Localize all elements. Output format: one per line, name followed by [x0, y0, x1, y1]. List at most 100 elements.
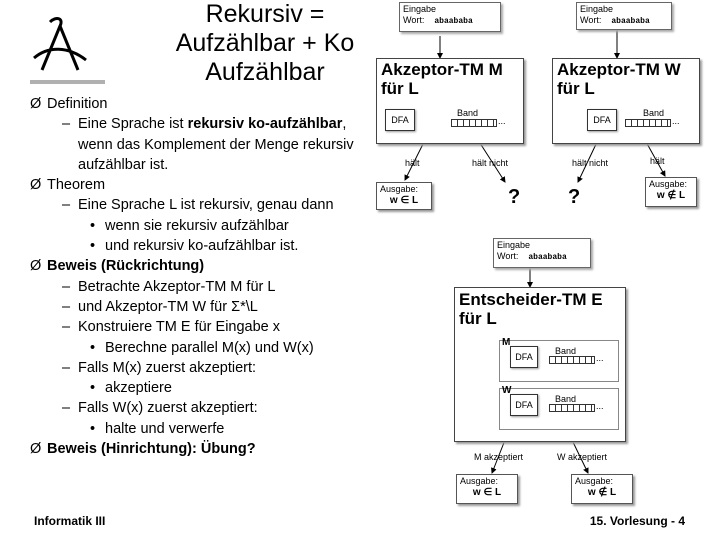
output-label: Ausgabe: — [575, 476, 614, 486]
bullet-text: Konstruiere TM E für Eingabe x — [78, 319, 281, 336]
bullet-marker: Ø — [30, 258, 42, 275]
w-halts-label: hält — [650, 156, 665, 166]
question-mark: ? — [508, 186, 521, 208]
input-label: Eingabe — [403, 4, 437, 14]
decider-tm-e: Entscheider-TM E für L M DFA Band ... W … — [454, 287, 626, 442]
slide-title: Rekursiv = Aufzählbar + Ko Aufzählbar — [150, 0, 380, 87]
output-m: Ausgabe: w ∈ L — [376, 182, 432, 210]
bullet-text: Eine Sprache L ist rekursiv, genau dann — [78, 197, 334, 214]
output-label: Ausgabe: — [380, 184, 419, 194]
w-not-halts-label: hält nicht — [572, 158, 609, 168]
bullet-marker: • — [90, 339, 96, 356]
tape-dots: ... — [596, 353, 604, 363]
word-label: Wort: — [497, 251, 519, 261]
tape-icon — [451, 119, 497, 127]
bullet-marker: – — [62, 359, 71, 376]
title-line-1: Rekursiv = — [205, 0, 325, 28]
tm-w-subtitle: für L — [557, 79, 595, 98]
bullet-step: –Falls W(x) zuerst akzeptiert: — [30, 398, 380, 418]
bullet-text: und Akzeptor-TM W für Σ*\L — [78, 298, 258, 315]
input-word: abaababa — [611, 17, 650, 26]
tm-e-title: Entscheider-TM E — [459, 290, 603, 309]
acceptor-tm-m: Akzeptor-TM M für L DFA Band ... — [376, 58, 524, 144]
bullet-text: akzeptiere — [105, 380, 172, 397]
w-accepts-label: W akzeptiert — [557, 452, 608, 462]
bullet-marker: Ø — [30, 96, 42, 112]
input-box-e: Eingabe Wort:abaababa — [493, 238, 591, 268]
input-label: Eingabe — [497, 240, 531, 250]
bullet-step: –Betrachte Akzeptor-TM M für L — [30, 277, 380, 297]
bullet-text: Beweis (Hinrichtung): Übung? — [47, 441, 256, 458]
bullet-theorem-text: –Eine Sprache L ist rekursiv, genau dann — [30, 195, 380, 215]
bullet-step: –Konstruiere TM E für Eingabe x — [30, 317, 380, 337]
bullet-marker: – — [62, 197, 71, 214]
bullet-step: –Falls M(x) zuerst akzeptiert: — [30, 358, 380, 378]
tape-dots: ... — [596, 401, 604, 411]
question-mark: ? — [568, 186, 581, 208]
sub-tm-m-label: M — [502, 337, 511, 348]
output-in-l: w ∈ L — [389, 195, 419, 206]
m-not-halts-label: hält nicht — [472, 158, 509, 168]
dfa-box: DFA — [510, 394, 538, 416]
bullet-text: Falls M(x) zuerst akzeptiert: — [78, 359, 257, 376]
input-box-w: Eingabe Wort:abaababa — [576, 2, 672, 30]
bullet-sub: • und rekursiv ko-aufzählbar ist. — [30, 236, 380, 256]
bullet-text: Eine Sprache ist — [78, 116, 188, 133]
bullet-text: Theorem — [47, 177, 106, 194]
tape-icon — [549, 356, 595, 364]
band-label: Band — [643, 108, 665, 118]
bullet-text: , wenn das Komplement der Menge rekursiv… — [78, 116, 354, 173]
title-line-3: Aufzählbar — [205, 58, 325, 86]
band-label: Band — [555, 394, 577, 404]
footer-page: 15. Vorlesung - 4 — [589, 514, 685, 528]
bullet-step: –und Akzeptor-TM W für Σ*\L — [30, 297, 380, 317]
bullet-sub: •wenn sie rekursiv aufzählbar — [30, 216, 380, 236]
bullet-sub: •Berechne parallel M(x) und W(x) — [30, 338, 380, 358]
bullet-sub: • akzeptiere — [30, 378, 380, 398]
bullet-marker: – — [62, 298, 71, 315]
bullet-marker: – — [62, 278, 71, 295]
footer-course: Informatik III — [34, 514, 106, 528]
m-halts-label: hält — [405, 158, 420, 168]
input-box-m: Eingabe Wort: abaababa — [399, 2, 501, 32]
bullet-proof-back: Ø Beweis (Rückrichtung) — [30, 256, 380, 276]
tm-m-subtitle: für L — [381, 79, 419, 98]
band-label: Band — [457, 108, 479, 118]
output-not-in-l: w ∉ L — [656, 190, 686, 201]
band-label: Band — [555, 346, 577, 356]
dfa-box: DFA — [385, 109, 415, 131]
bullet-marker: • — [90, 238, 96, 255]
word-label: Wort: — [580, 15, 602, 25]
tape-icon — [549, 404, 595, 412]
tape-dots: ... — [672, 116, 680, 126]
bullet-text: Beweis (Rückrichtung) — [47, 258, 205, 275]
bullet-text: Falls W(x) zuerst akzeptiert: — [78, 400, 258, 417]
dfa-box: DFA — [587, 109, 617, 131]
tm-w-title: Akzeptor-TM W — [557, 60, 681, 79]
m-accepts-label: M akzeptiert — [474, 452, 524, 462]
tm-m-title: Akzeptor-TM M — [381, 60, 503, 79]
tm-e-subtitle: für L — [459, 309, 497, 328]
bullet-sub: •halte und verwerfe — [30, 419, 380, 439]
logo-icon — [33, 17, 87, 71]
bullet-marker: Ø — [30, 441, 42, 458]
bullet-bold-text: rekursiv ko-aufzählbar — [187, 116, 343, 133]
input-word: abaababa — [434, 17, 473, 26]
tape-icon — [625, 119, 671, 127]
bullet-marker: – — [62, 319, 71, 336]
bullet-proof-forward: Ø Beweis (Hinrichtung): Übung? — [30, 439, 380, 459]
bullet-text: Betrachte Akzeptor-TM M für L — [78, 278, 276, 295]
output-label: Ausgabe: — [460, 476, 499, 486]
word-label: Wort: — [403, 15, 425, 25]
output-w: Ausgabe: w ∉ L — [645, 177, 697, 207]
bullet-text: wenn sie rekursiv aufzählbar — [105, 217, 289, 234]
tape-dots: ... — [498, 116, 506, 126]
bullet-marker: • — [90, 380, 96, 397]
bullet-text: und rekursiv ko-aufzählbar ist. — [105, 238, 299, 255]
output-label: Ausgabe: — [649, 179, 688, 189]
sub-tm-w-label: W — [502, 385, 512, 396]
